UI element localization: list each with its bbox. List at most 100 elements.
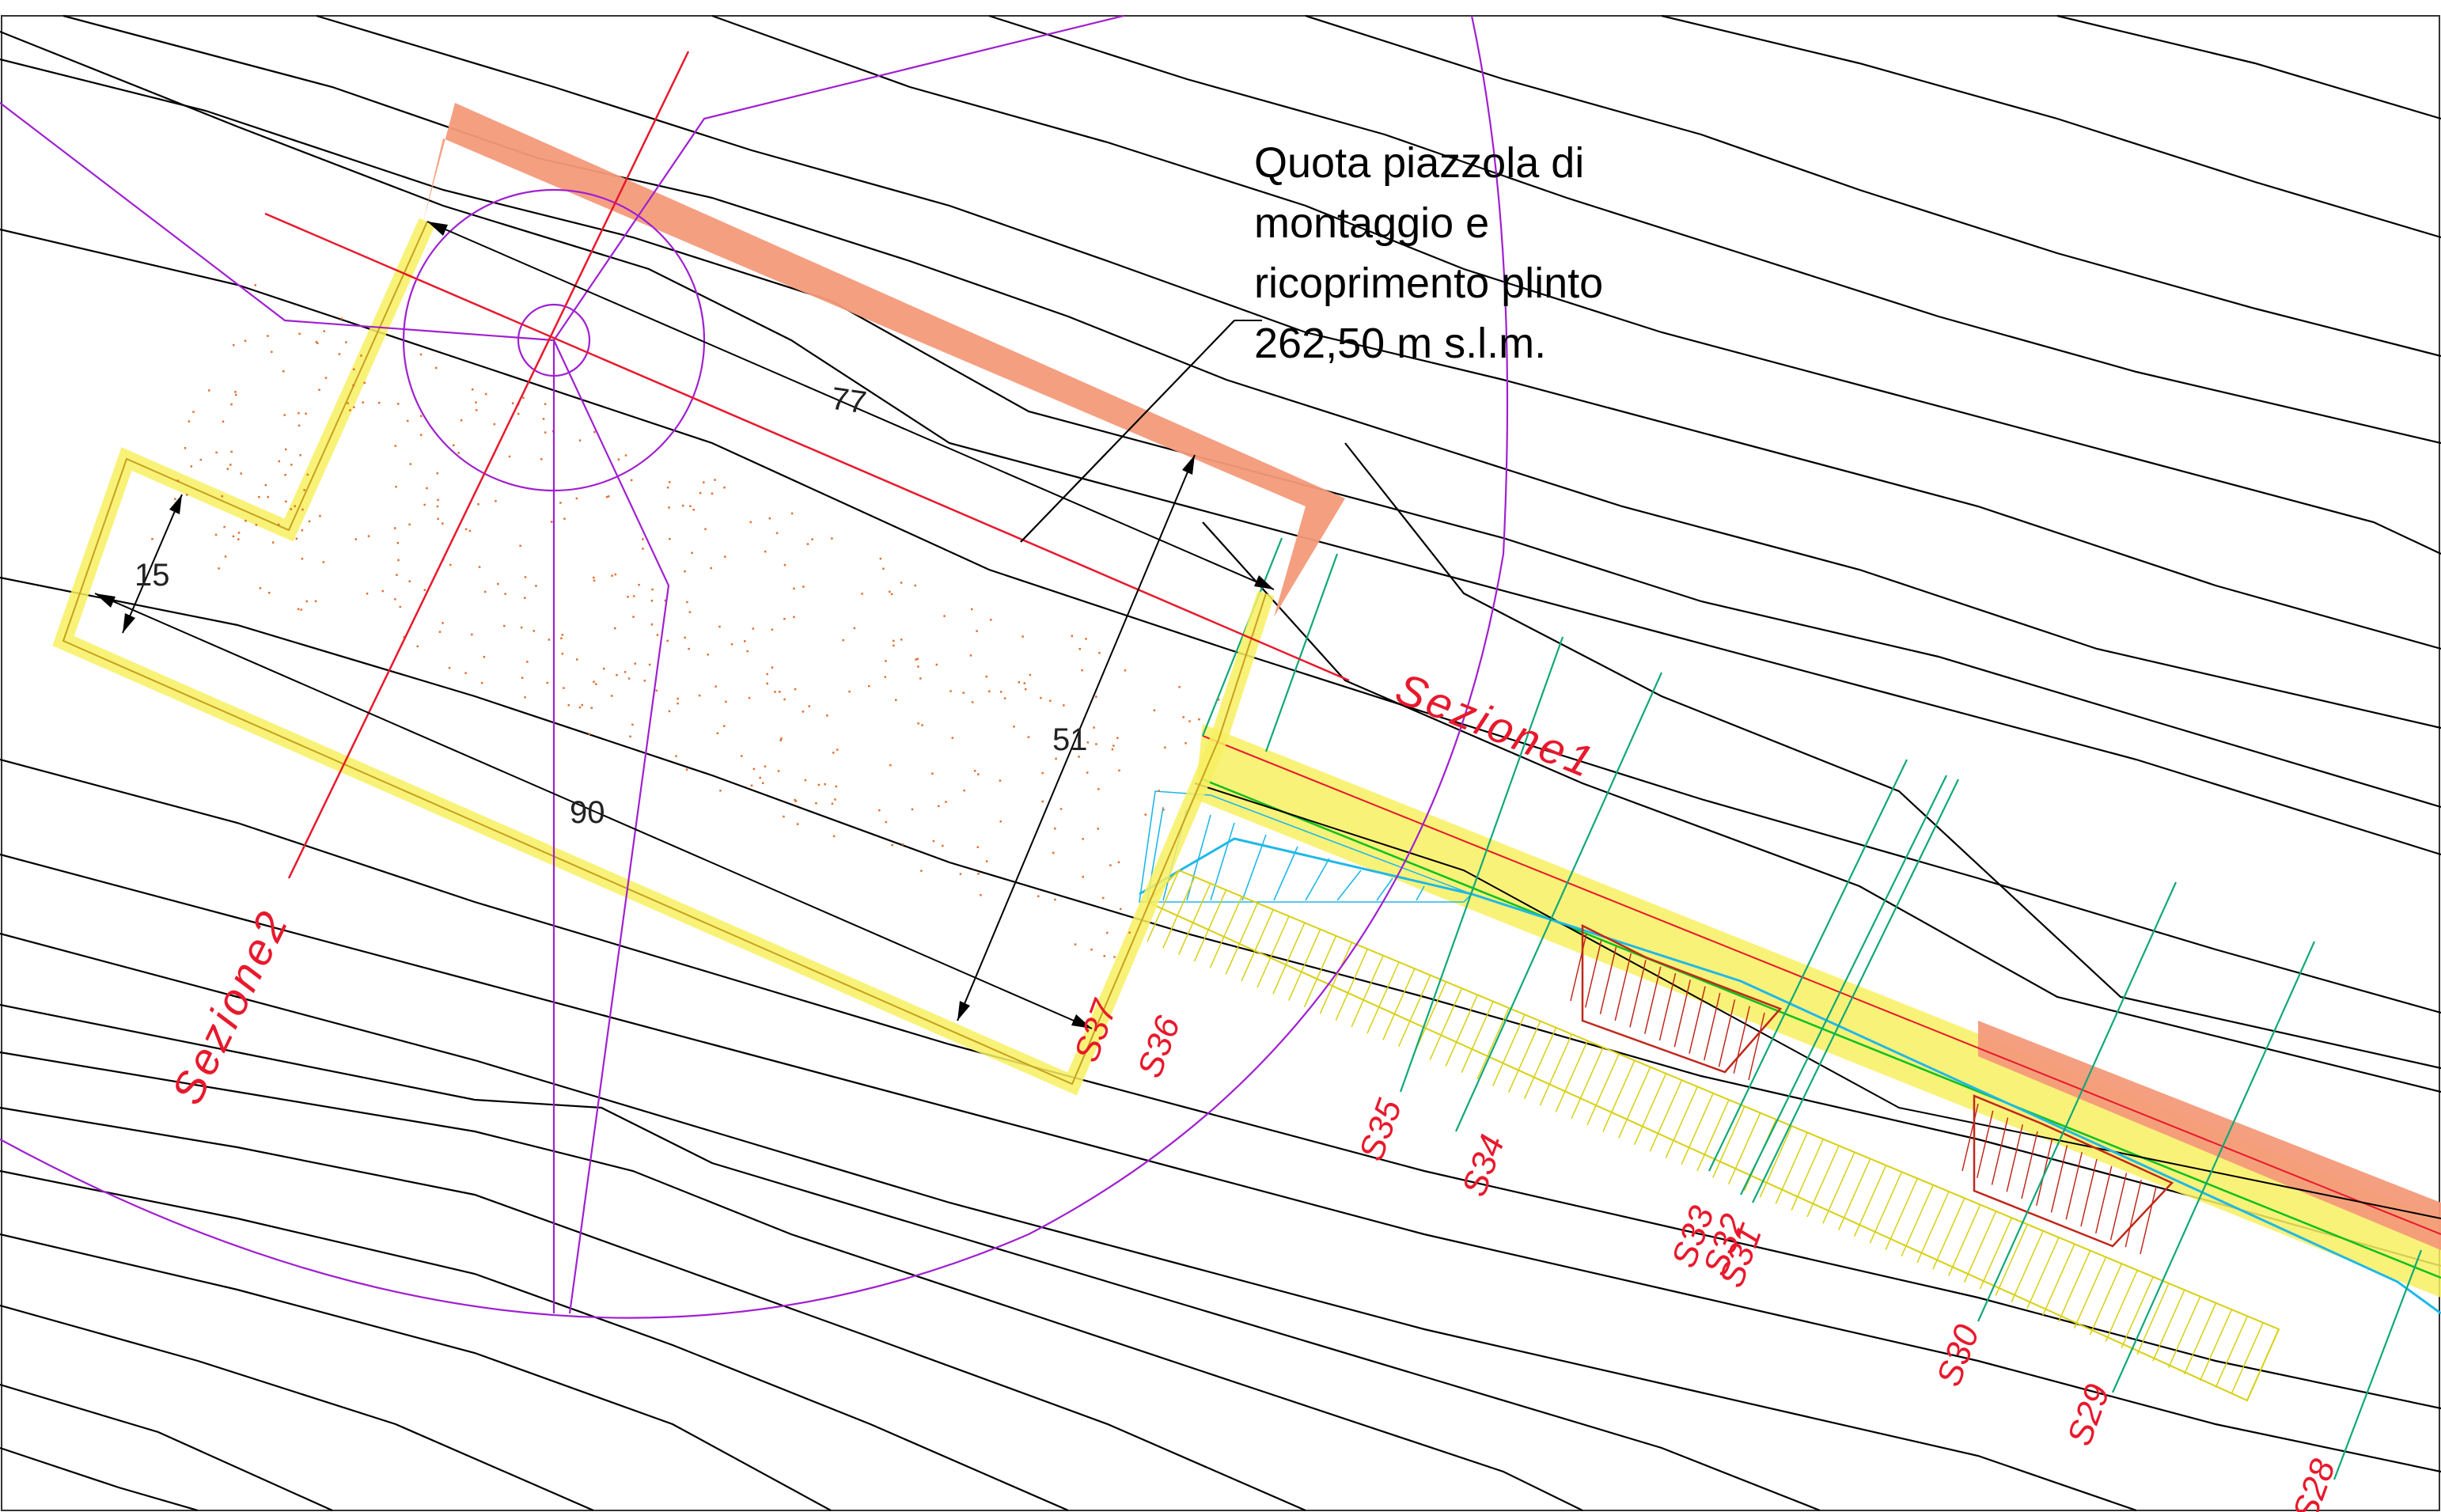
- stipple-dot: [394, 598, 396, 601]
- stipple-dot: [631, 723, 634, 726]
- road-band: [1139, 724, 2441, 1315]
- stipple-dot: [962, 692, 965, 694]
- stipple-dot: [1052, 851, 1055, 855]
- red-hatch-block-2: [1962, 1094, 2174, 1255]
- stipple-dot: [561, 652, 564, 655]
- stipple-dot: [192, 411, 195, 413]
- stipple-dot: [616, 673, 618, 676]
- stipple-dot: [1109, 864, 1112, 866]
- stipple-dot: [900, 582, 903, 584]
- stipple-dot: [588, 733, 591, 735]
- stipple-dot: [1112, 745, 1115, 747]
- stipple-dot: [793, 616, 795, 619]
- stipple-dot: [593, 579, 596, 582]
- stipple-dot: [901, 843, 904, 846]
- hatch-line: [2021, 1131, 2038, 1199]
- hatch-line: [1689, 986, 1706, 1054]
- stipple-dot: [207, 389, 210, 392]
- stipple-dot: [363, 381, 366, 385]
- contour-line: [1202, 521, 2441, 1093]
- stipple-dot: [517, 412, 520, 415]
- hatch-line: [1963, 1211, 1997, 1283]
- stipple-dot: [783, 617, 786, 620]
- stipple-dot: [504, 593, 506, 595]
- stipple-dot: [1013, 726, 1015, 728]
- stipple-dot: [985, 675, 987, 678]
- stipple-dot: [977, 773, 980, 775]
- stipple-dot: [563, 517, 566, 520]
- stipple-dot: [503, 624, 506, 627]
- hatch-line: [1413, 981, 1447, 1054]
- stipple-dot: [766, 682, 768, 685]
- stipple-dot: [836, 748, 839, 751]
- stipple-dot: [1049, 699, 1052, 702]
- stipple-dot: [853, 627, 856, 630]
- hatch-line: [1759, 1125, 1793, 1198]
- stipple-dot: [544, 431, 547, 434]
- hatch-line: [1571, 1047, 1604, 1120]
- stipple-dot: [666, 486, 669, 489]
- hatch-line: [1658, 972, 1677, 1041]
- hatch-line: [1977, 1110, 1994, 1178]
- stipple-dot: [282, 370, 285, 373]
- hatch-line: [2095, 1165, 2113, 1233]
- stipple-dot: [176, 479, 180, 482]
- stipple-dot: [783, 815, 785, 818]
- contour-line: [0, 1446, 199, 1512]
- stipple-dot: [675, 755, 677, 757]
- purple-geometry: [0, 14, 1509, 1319]
- stipple-dot: [550, 521, 553, 523]
- stipple-dot: [593, 680, 595, 683]
- stipple-dot: [301, 557, 304, 560]
- stipple-dot: [408, 580, 411, 582]
- stipple-dot: [990, 618, 992, 621]
- stipple-dot: [254, 284, 256, 286]
- stipple-dot: [449, 563, 452, 567]
- stipple-dot: [298, 424, 301, 427]
- stipple-dot: [1059, 808, 1063, 810]
- stipple-dot: [632, 616, 635, 618]
- stipple-dot: [710, 567, 712, 570]
- stipple-dot: [1095, 695, 1097, 698]
- stipple-dot: [540, 458, 543, 460]
- hatch-line: [2140, 1186, 2157, 1255]
- stipple-dot: [723, 486, 726, 489]
- stipple-dot: [627, 677, 631, 680]
- contour-line: [1661, 14, 2441, 239]
- stipple-dot: [561, 634, 564, 636]
- stipple-dot: [714, 479, 716, 481]
- stipple-dot: [349, 409, 351, 411]
- hatch-line: [1649, 1079, 1683, 1152]
- stipple-dot: [1078, 756, 1080, 758]
- stipple-dot: [315, 340, 318, 343]
- dim-51: 51: [1052, 722, 1088, 757]
- stipple-dot: [804, 779, 807, 782]
- stipple-dot: [969, 654, 972, 657]
- pad-top-band: [423, 103, 1345, 617]
- stipple-dot: [1182, 716, 1184, 718]
- stipple-dot: [258, 495, 260, 498]
- contour-line: [0, 1106, 1306, 1512]
- stipple-dot: [1055, 757, 1057, 760]
- stipple-dot: [750, 784, 753, 787]
- contour-line: [711, 14, 2441, 555]
- stipple-dot: [771, 666, 774, 669]
- hatch-line: [1445, 995, 1478, 1067]
- stipple-dot: [971, 701, 974, 703]
- stipple-dot: [790, 512, 794, 515]
- stipple-dot: [1164, 746, 1166, 749]
- dimension-arrows: [95, 222, 1274, 1029]
- stipple-dot: [664, 599, 667, 602]
- hatch-line: [1162, 876, 1196, 949]
- stipple-dot: [1111, 748, 1114, 751]
- contour-line: [0, 932, 2137, 1512]
- stipple-dot: [692, 508, 695, 511]
- hatch-line: [1991, 1117, 2009, 1185]
- stipple-dot: [681, 504, 684, 507]
- stipple-dot: [890, 593, 893, 596]
- yellow-hatch-strip: [1146, 869, 2280, 1402]
- stipple-dot: [1086, 741, 1090, 744]
- stipple-dot: [759, 776, 761, 779]
- hatch-line: [2125, 1180, 2142, 1248]
- stipple-dot: [889, 590, 891, 593]
